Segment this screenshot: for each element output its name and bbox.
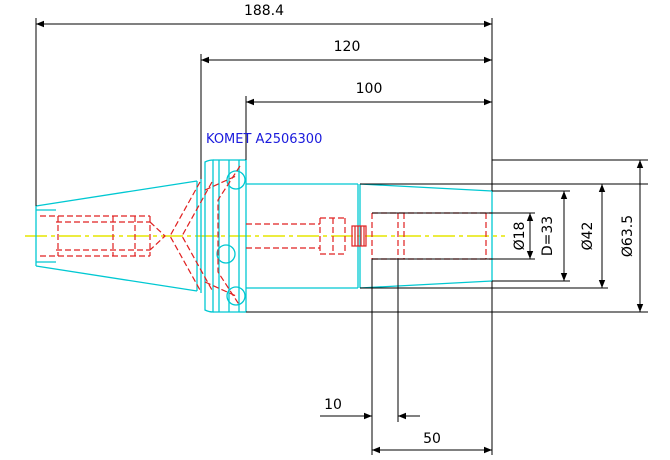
dim-gauge-length: 120 <box>334 39 361 55</box>
dim-nose-diameter: Ø42 <box>580 222 596 251</box>
dim-d-value: D=33 <box>540 216 556 256</box>
dim-body-length: 100 <box>356 81 383 97</box>
dim-bore-depth: 50 <box>423 431 441 447</box>
dim-flange-diameter: Ø63.5 <box>620 215 636 257</box>
dim-overall-length: 188.4 <box>244 3 284 19</box>
dim-step: 10 <box>324 397 342 413</box>
hidden-lines <box>40 165 492 307</box>
dimension-lines <box>35 18 648 455</box>
dim-bore-diameter: Ø18 <box>512 222 528 251</box>
set-screw <box>351 225 367 247</box>
holder-outline <box>35 159 493 313</box>
part-label: KOMET A2506300 <box>206 132 322 147</box>
